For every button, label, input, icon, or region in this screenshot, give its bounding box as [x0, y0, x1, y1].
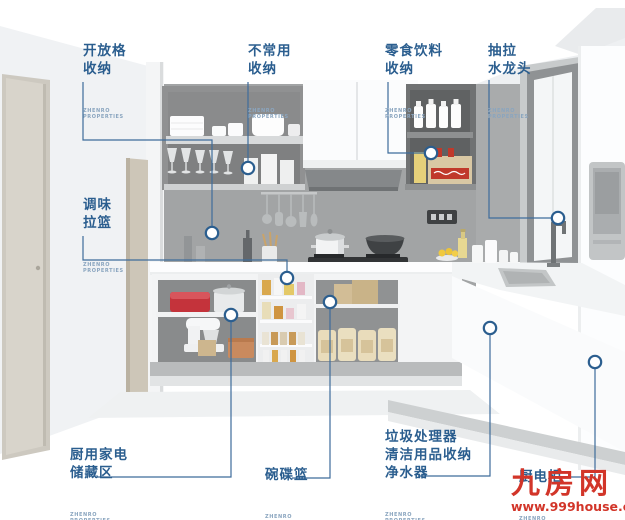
seasoning-shelf — [258, 274, 314, 364]
milk-bottles — [414, 99, 461, 128]
leader-seasoning — [82, 236, 288, 271]
range-hood — [305, 170, 402, 191]
cake-carrier — [170, 292, 210, 312]
window — [520, 56, 586, 271]
backsplash-bottles — [184, 230, 278, 264]
steel-pot — [213, 284, 245, 312]
cola-crate — [414, 148, 472, 184]
callout-title: 调味 拉篮 — [83, 197, 112, 231]
stacked-dishes — [170, 114, 300, 136]
countertop — [150, 262, 476, 275]
snack-drink-shelf — [405, 84, 476, 190]
builtin-oven — [589, 162, 625, 260]
callout-title: 垃圾处理器 清洁用品收纳 净水器 — [385, 429, 472, 481]
leader-disposer — [418, 335, 491, 477]
right-counter-run — [388, 262, 625, 475]
fruit-plate — [436, 248, 459, 261]
bread-box — [198, 340, 216, 356]
leader-lines — [82, 80, 596, 479]
leader-open-shelf — [82, 82, 213, 226]
site-watermark: 九房网 www.999house.com — [511, 466, 625, 513]
watermark-url: www.999house.com — [511, 499, 625, 514]
leader-faucet — [488, 80, 551, 219]
open-shelf-unit — [162, 86, 305, 190]
oil-bottle — [458, 229, 467, 258]
copper-pot — [228, 338, 254, 358]
callout-title: 厨电柜 — [519, 469, 563, 485]
stockpot — [311, 229, 349, 258]
callout-title: 零食饮料 收纳 — [385, 43, 443, 77]
callout-title: 开放格 收纳 — [83, 43, 127, 77]
callout-title: 不常用 收纳 — [248, 43, 292, 77]
leader-appliance-cabinet — [556, 369, 596, 478]
callout-title: 抽拉 水龙头 — [488, 43, 532, 77]
utensil-rail — [261, 192, 318, 227]
callout-title: 碗碟篮 — [265, 467, 309, 483]
door-handle — [35, 265, 41, 271]
appliance-compartment — [156, 280, 258, 362]
counter-jars — [472, 240, 518, 263]
leader-dish-basket — [292, 309, 331, 479]
door — [2, 74, 50, 460]
switch-panel — [427, 210, 457, 224]
watermark-logo: 九房网 — [511, 466, 614, 500]
leader-snack-drink — [387, 82, 424, 154]
leader-appliance-storage — [97, 322, 232, 478]
callout-title: 厨用家电 储藏区 — [70, 447, 128, 481]
canister-compartment — [314, 280, 400, 362]
base-cabinet-open-storage — [152, 274, 462, 366]
leader-markers — [204, 145, 603, 370]
